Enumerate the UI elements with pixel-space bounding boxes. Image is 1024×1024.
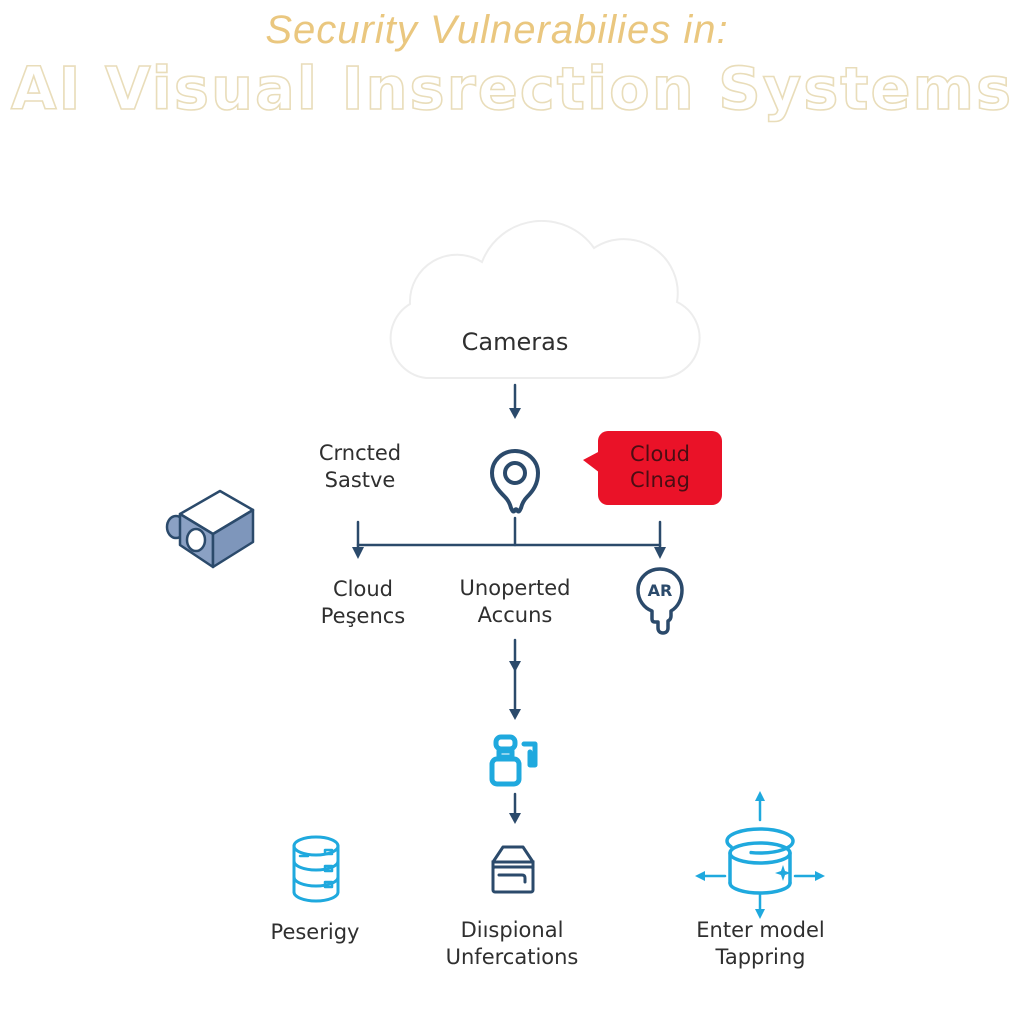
label-line: Accuns	[477, 603, 553, 627]
robot-figure-icon	[489, 734, 538, 787]
ar-label: AR	[648, 581, 673, 600]
label-line: Peşencs	[320, 604, 406, 628]
label-line: Sastve	[324, 468, 396, 492]
label-line: Diıspional	[460, 918, 564, 942]
page-subtitle: AI Visual Insrection Systems	[10, 53, 1014, 124]
model-rotation-icon	[695, 791, 825, 919]
label-model-tampering: Enter model Tappring	[688, 917, 833, 971]
label-cameras: Cameras	[461, 328, 569, 356]
alert-speech-bubble: Cloud Clnag	[583, 431, 722, 505]
database-icon	[292, 835, 340, 903]
arrow-down-double-icon	[509, 638, 521, 720]
branch-connector	[352, 516, 666, 559]
label-line: Enter model	[696, 918, 825, 942]
sparkle-icon	[775, 865, 791, 881]
label-line: Unfercations	[445, 945, 579, 969]
camera-3d-icon	[165, 489, 255, 569]
label-storage: Peserigy	[270, 920, 360, 944]
label-connected-system: Crncted Sastve	[295, 440, 425, 494]
alert-line: Cloud	[630, 442, 690, 466]
page-title: Security Vulnerabilies in:	[265, 8, 729, 52]
alert-line: Clnag	[629, 468, 690, 492]
ar-melting-badge-icon: AR	[636, 567, 684, 635]
archive-box-icon	[491, 845, 535, 894]
cloud-outline-icon	[389, 220, 701, 379]
label-line: Crncted	[318, 441, 402, 465]
label-cloud-presence: Cloud Peşencs	[300, 576, 426, 630]
label-unprotected-access: Unoperted Accuns	[440, 575, 590, 629]
label-line: Tappring	[715, 945, 806, 969]
label-line: Cloud	[333, 577, 393, 601]
bubble-tail-icon	[583, 451, 600, 473]
label-line: Unoperted	[459, 576, 571, 600]
arrow-down-icon	[509, 383, 521, 419]
arrow-down-icon	[509, 792, 521, 824]
location-pin-icon	[490, 449, 540, 514]
camera-lens	[185, 527, 207, 553]
label-disposal: Diıspional Unfercations	[428, 917, 596, 971]
